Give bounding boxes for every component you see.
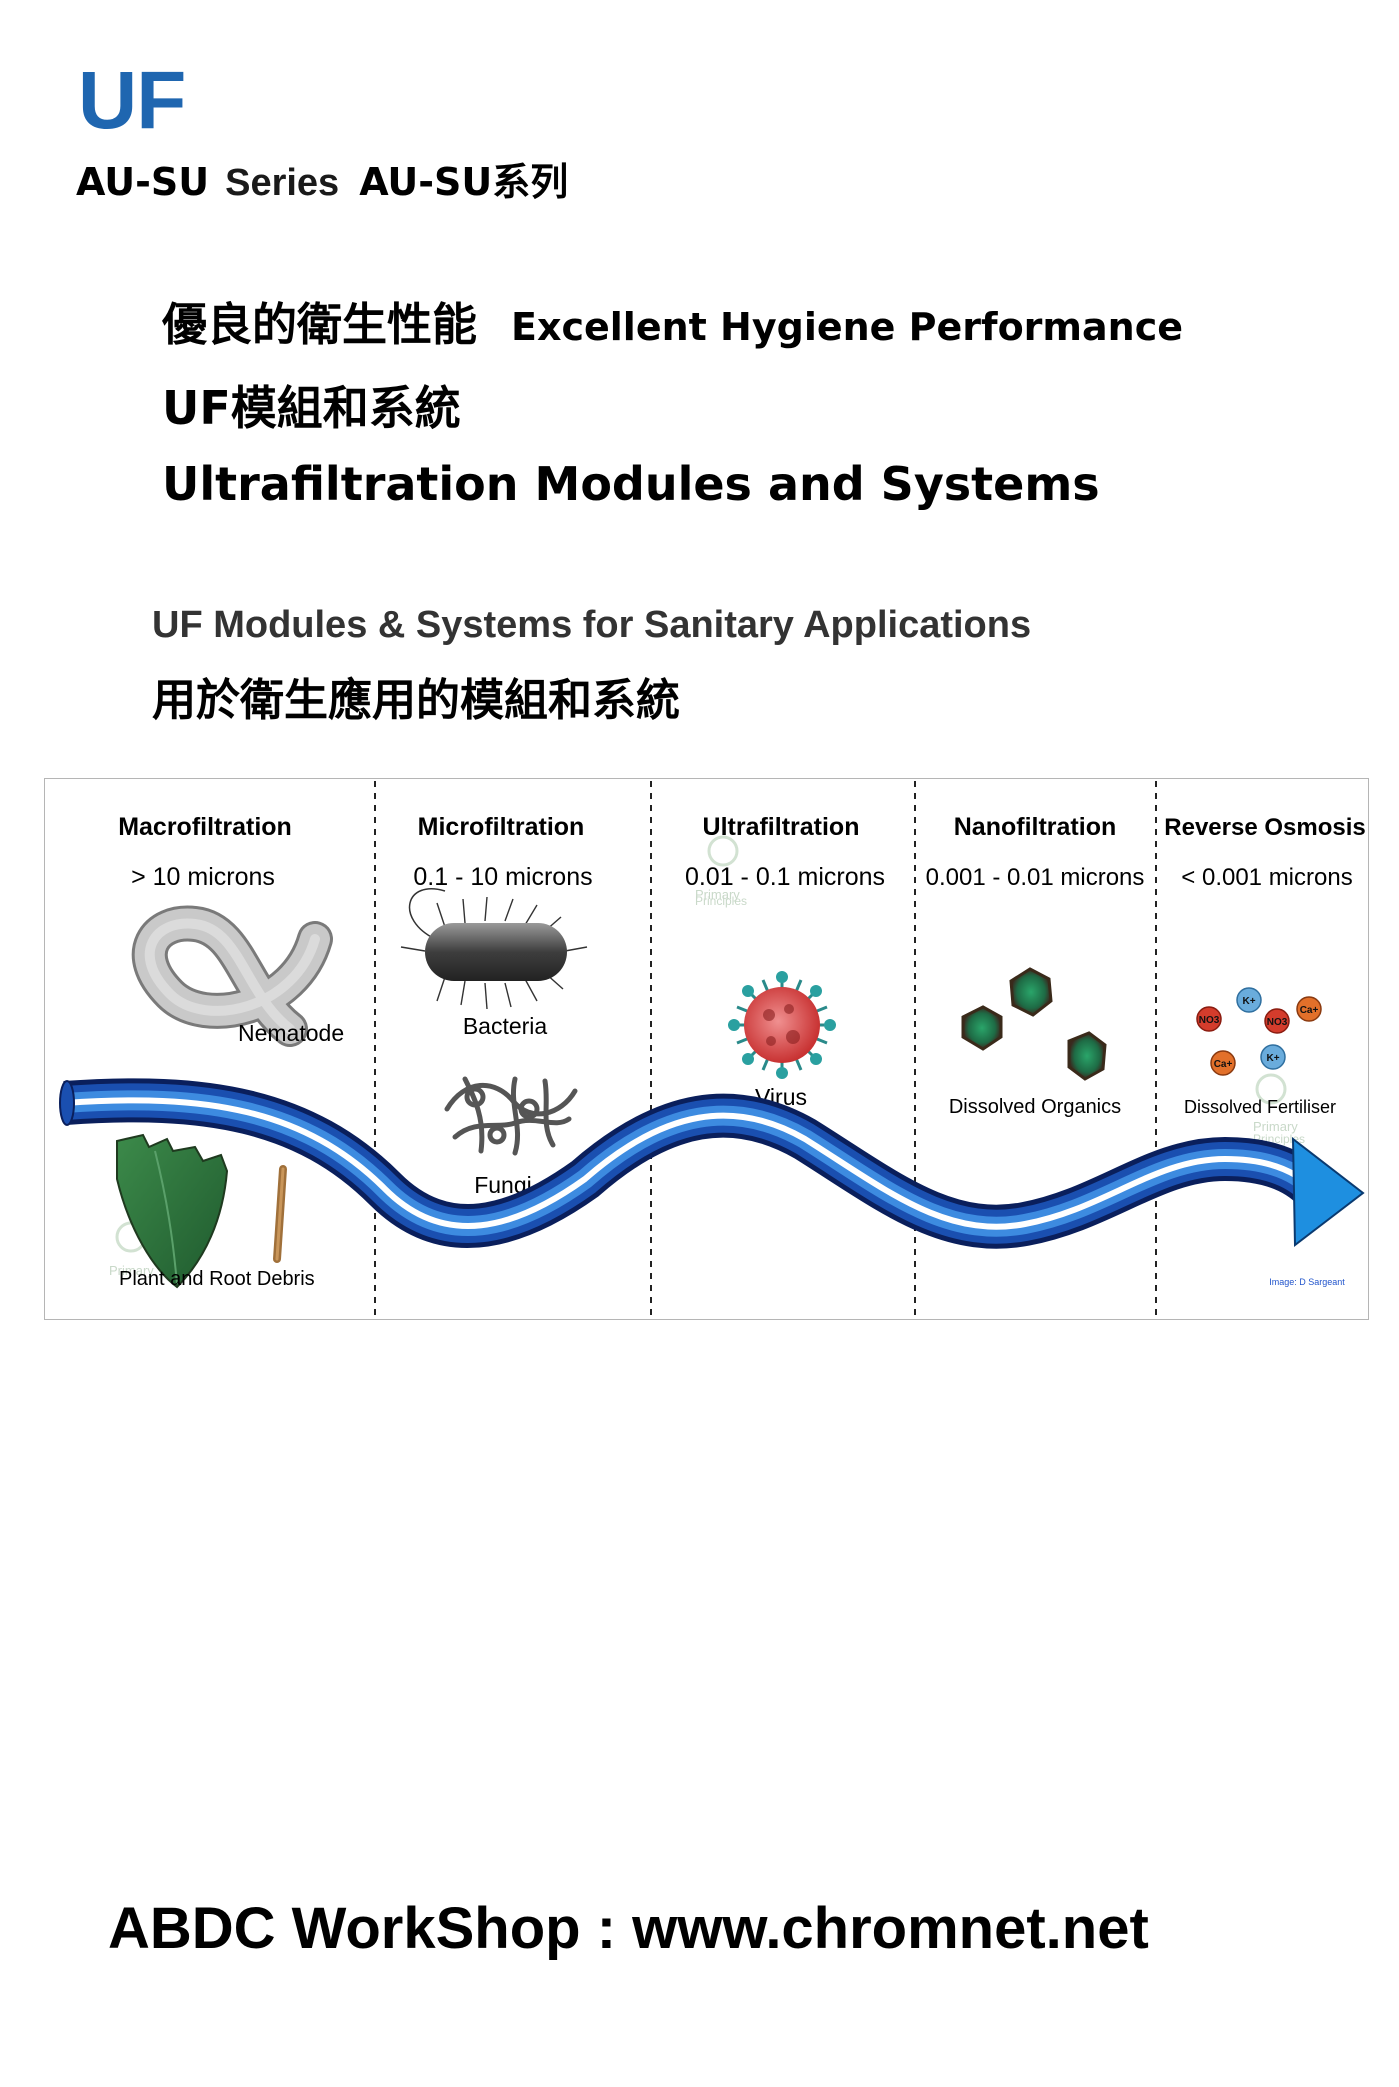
watermark-text-3: Primary [1253, 1119, 1298, 1134]
ion-ca-icon: Ca+ [1296, 996, 1322, 1022]
flow-arrow [59, 1078, 1365, 1249]
root-icon [273, 1165, 287, 1263]
ion-label-ca-a: Ca+ [1300, 1005, 1319, 1016]
label-plant-root-debris: Plant and Root Debris [119, 1268, 315, 1290]
headline-hygiene: 優良的衛生性能 Excellent Hygiene Performance [162, 298, 1183, 352]
col-title-micro: Microfiltration [418, 813, 585, 841]
col-title-nano: Nanofiltration [954, 813, 1117, 841]
watermark-text-2: Principles [695, 894, 747, 908]
ion-label-no3-b: NO3 [1267, 1017, 1288, 1028]
image-credit: Image: D Sargeant [1269, 1277, 1345, 1287]
col-range-ultra: 0.01 - 0.1 microns [685, 863, 885, 891]
dissolved-organics-icon [961, 967, 1107, 1081]
label-bacteria: Bacteria [463, 1013, 548, 1039]
watermarks: Primary Principles Primary Principles Pr… [109, 835, 1305, 1278]
ion-ca-icon: Ca+ [1210, 1050, 1236, 1076]
subtitle-en: UF Modules & Systems for Sanitary Applic… [152, 604, 1032, 646]
series-word: Series [225, 162, 340, 204]
label-dissolved-fertiliser: Dissolved Fertiliser [1184, 1097, 1336, 1117]
ion-k-icon: K+ [1260, 1044, 1286, 1070]
headline-hygiene-en: Excellent Hygiene Performance [511, 305, 1184, 349]
col-title-ultra: Ultrafiltration [703, 813, 860, 841]
label-nematode: Nematode [238, 1020, 344, 1046]
fungi-icon [444, 1076, 578, 1156]
watermark-text-5: Primary [109, 1263, 154, 1278]
series-zh: AU-SU系列 [359, 160, 569, 204]
ion-label-k-a: K+ [1242, 996, 1255, 1007]
column-dividers [374, 781, 1157, 1317]
leaf-icon [116, 1133, 229, 1289]
headline-uf-en: Ultrafiltration Modules and Systems [162, 457, 1100, 511]
virus-icon [728, 971, 836, 1079]
ion-label-ca-b: Ca+ [1214, 1059, 1233, 1070]
uf-logo: UF [78, 55, 186, 146]
headline-uf-zh: UF模組和系統 [162, 381, 461, 435]
col-range-macro: > 10 microns [131, 863, 275, 891]
filtration-spectrum-graphic: Macrofiltration Microfiltration Ultrafil… [59, 781, 1366, 1317]
ion-label-no3-a: NO3 [1199, 1015, 1220, 1026]
ion-no3-icon: NO3 [1264, 1008, 1290, 1034]
series-code: AU-SU [76, 160, 210, 204]
label-dissolved-organics: Dissolved Organics [949, 1096, 1121, 1118]
ion-k-icon: K+ [1236, 987, 1262, 1013]
headline-hygiene-zh: 優良的衛生性能 [162, 298, 478, 351]
bacteria-icon [400, 888, 588, 1010]
col-title-ro: Reverse Osmosis [1164, 814, 1365, 841]
col-range-micro: 0.1 - 10 microns [413, 863, 592, 891]
watermark-text-1: Primary [695, 887, 740, 902]
ion-no3-icon: NO3 [1196, 1006, 1222, 1032]
col-range-ro: < 0.001 microns [1181, 864, 1352, 891]
subtitle-zh: 用於衛生應用的模組和系統 [152, 675, 680, 726]
col-range-nano: 0.001 - 0.01 microns [926, 864, 1145, 891]
ion-label-k-b: K+ [1266, 1053, 1279, 1064]
series-title: AU-SU Series AU-SU系列 [76, 160, 568, 207]
footer-workshop-link: ABDC WorkShop : www.chromnet.net [108, 1896, 1149, 1961]
filtration-spectrum-diagram: Macrofiltration Microfiltration Ultrafil… [44, 778, 1369, 1320]
nematode-icon [131, 905, 333, 1047]
col-title-macro: Macrofiltration [118, 813, 292, 841]
